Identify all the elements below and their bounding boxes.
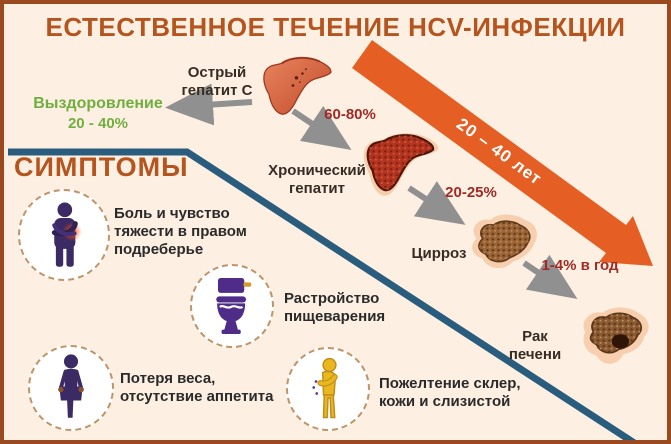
page-title: ЕСТЕСТВЕННОЕ ТЕЧЕНИЕ HCV-ИНФЕКЦИИ [45,12,626,42]
acute-hepatitis-label: Острый гепатит C [181,64,253,99]
chronic-hepatitis-label: Хронический гепатит [268,162,366,197]
symptoms-divider-line [8,148,637,440]
person-weight-loss-icon [58,354,84,418]
timeline-arrow [352,40,653,266]
chronic-to-cirrhosis-arrow [407,181,466,225]
arrows-overlay: 20 – 40 лет [8,40,653,440]
symptom-weight-text: Потеря веса, отсутствие аппетита [120,370,274,405]
acute-liver-illustration [263,56,332,115]
cirrhosis-to-cancer-arrow [522,254,578,300]
cirrhosis-liver-illustration [472,214,537,269]
liver-cancer-label: Рак печени [508,328,562,363]
recovery-label: Выздоровление [33,95,163,112]
symptom-digestion-circle [190,264,274,348]
symptom-digestion-text: Растройство пищеварения [284,290,386,325]
chronic-to-cirrhosis-percent: 20-25% [445,184,497,201]
toilet-icon [216,278,252,334]
cirrhosis-label: Цирроз [411,245,467,262]
chronic-liver-illustration [363,133,439,196]
symptom-jaundice-text: Пожелтение склер, кожи и слизистой [379,375,521,410]
liver-cancer-illustration [583,307,649,364]
symptom-pain-text: Боль и чувство тяжести в правом подребер… [114,205,247,258]
recovery-arrow [165,83,253,126]
symptom-weight-circle [28,345,114,431]
acute-to-chronic-arrow [291,105,352,150]
person-abdominal-pain-icon [51,202,82,267]
symptom-jaundice-circle [286,347,370,431]
person-jaundice-icon [312,357,338,419]
cirrhosis-to-cancer-percent: 1-4% в год [541,257,619,274]
symptom-pain-circle [18,189,110,281]
symptoms-heading: СИМПТОМЫ [14,152,189,182]
recovery-block: Выздоровление 20 - 40% [30,95,166,132]
recovery-percent: 20 - 40% [67,115,129,132]
